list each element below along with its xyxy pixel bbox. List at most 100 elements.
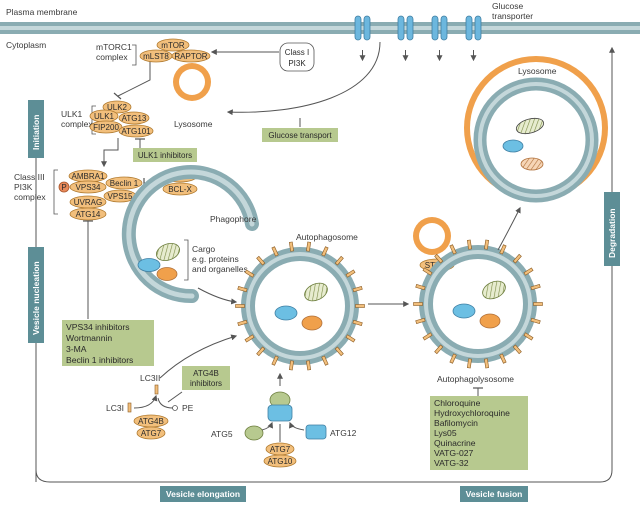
lc3-marker <box>256 255 266 266</box>
lc3-marker <box>466 239 472 250</box>
atg10-protein: ATG10 <box>263 454 297 468</box>
lc3-marker <box>235 304 245 308</box>
glucose-transporter-1 <box>354 15 371 62</box>
degrading-vesicle-orange <box>520 157 544 171</box>
svg-text:ATG4B: ATG4B <box>138 417 164 426</box>
autophagolysosome-vesicle-orange <box>479 313 501 329</box>
autophagolysosome-label: Autophagolysosome <box>437 374 514 384</box>
svg-text:ATG7: ATG7 <box>270 445 291 454</box>
lysosome-inhibitor-item: Quinacrine <box>434 438 476 448</box>
beclin1-protein: Beclin 1 <box>105 176 143 190</box>
autophagosome-mitochondrion <box>304 282 328 302</box>
vps34-inhibitors-box: VPS34 inhibitors Wortmannin 3-MA Beclin … <box>62 320 154 366</box>
atg4b-inhibitor-line <box>167 391 183 403</box>
lc3-marker <box>449 244 457 255</box>
lysosome-inhibitor-item: VATG-32 <box>434 458 469 468</box>
lc3-marker <box>352 319 363 326</box>
lc3-marker <box>533 302 543 306</box>
mtor-protein: mTOR <box>156 38 190 52</box>
atg7-protein-conj: ATG7 <box>265 442 295 456</box>
atg5-protein <box>244 425 264 441</box>
svg-text:ULK1: ULK1 <box>94 112 115 121</box>
svg-text:inhibitors: inhibitors <box>190 379 222 388</box>
lc3-marker <box>484 239 490 250</box>
atg5-label: ATG5 <box>211 429 233 439</box>
glucose-transporter-label-2: transporter <box>492 11 533 21</box>
lc3-marker <box>530 284 541 291</box>
cargo-label-1: Cargo <box>192 244 215 254</box>
lc3-marker <box>415 317 426 324</box>
degrading-vesicle-blue <box>502 139 524 153</box>
atg4b-protein: ATG4B <box>133 414 169 428</box>
pe-label: PE <box>182 403 194 413</box>
initiation-label: Initiation <box>28 100 44 158</box>
lc3-marker <box>499 244 507 255</box>
lc3-marker <box>499 353 507 364</box>
class3-label-1: Class III <box>14 172 45 182</box>
large-lysosome-label: Lysosome <box>518 66 557 76</box>
mtor-inhibit-ulk1-line <box>117 62 151 97</box>
mtorc1-label-2: complex <box>96 52 128 62</box>
atg12-arrow <box>289 421 305 431</box>
glucose-transport-box: Glucose transport <box>262 128 338 142</box>
lysosome-inhibitor-item: Hydroxychloroquine <box>434 408 510 418</box>
svg-text:ATG10: ATG10 <box>268 457 293 466</box>
ulk2-protein: ULK2 <box>102 100 132 114</box>
lc3-marker <box>523 267 534 276</box>
svg-text:Initiation: Initiation <box>31 115 41 150</box>
fip200-protein: FIP200 <box>89 120 123 134</box>
lc3-marker <box>271 355 279 366</box>
lc3-marker <box>288 241 294 252</box>
class3-label-3: complex <box>14 192 46 202</box>
pe-dot <box>172 405 178 411</box>
small-lysosome-label: Lysosome <box>174 119 213 129</box>
atg4b-inhibitors-box: ATG4B inhibitors <box>182 366 230 390</box>
mtorc1-label-1: mTORC1 <box>96 42 132 52</box>
lc3-marker <box>271 246 279 257</box>
svg-text:VPS15: VPS15 <box>108 192 133 201</box>
svg-text:ATG13: ATG13 <box>122 114 147 123</box>
lc3-marker <box>422 267 433 276</box>
lc3-conversion-arrow <box>133 394 158 409</box>
glucose-transport-arrow <box>226 41 381 116</box>
svg-text:Vesicle nucleation: Vesicle nucleation <box>31 261 41 335</box>
lc3-marker <box>256 346 266 357</box>
lc3-marker <box>434 253 444 264</box>
svg-text:Vesicle fusion: Vesicle fusion <box>466 489 523 499</box>
atg101-protein: ATG101 <box>118 124 154 138</box>
autophagolysosome-lc3-markers <box>413 239 543 369</box>
glucose-transporter-4 <box>465 15 482 62</box>
phagophore <box>121 165 259 304</box>
glucose-transporter-label-1: Glucose <box>492 1 523 11</box>
ulk1-bracket <box>91 105 96 135</box>
ulk1-protein: ULK1 <box>89 109 119 123</box>
vesicle-elongation-label: Vesicle elongation <box>160 486 246 502</box>
svg-text:ATG4B: ATG4B <box>193 369 219 378</box>
lc3-marker <box>355 304 365 308</box>
lysosome-inhibitor-item: VATG-027 <box>434 448 474 458</box>
svg-text:UVRAG: UVRAG <box>74 198 102 207</box>
lc3-marker <box>352 286 363 293</box>
svg-text:Class I: Class I <box>285 48 309 57</box>
autophagosome <box>235 241 365 371</box>
svg-text:VPS34: VPS34 <box>76 183 101 192</box>
lc3i-label: LC3I <box>106 403 124 413</box>
atg7-protein-lc3: ATG7 <box>136 426 166 440</box>
lc3-marker <box>466 358 472 369</box>
lc3-marker <box>449 353 457 364</box>
phagophore-label: Phagophore <box>210 214 257 224</box>
degrading-mitochondrion <box>515 117 545 135</box>
lc3-marker <box>345 269 356 278</box>
lc3-marker <box>321 355 329 366</box>
lc3ii-label: LC3II <box>140 373 160 383</box>
ulk1-label-1: ULK1 <box>61 109 83 119</box>
plasma-membrane-label: Plasma membrane <box>6 7 78 17</box>
svg-text:ULK2: ULK2 <box>107 103 128 112</box>
svg-text:mTOR: mTOR <box>161 41 185 50</box>
vps34-inhibitor-item: Beclin 1 inhibitors <box>66 355 133 365</box>
pe-conjugation-line <box>157 397 174 409</box>
lysosome-inhibitor-item: Lys05 <box>434 428 457 438</box>
svg-text:ATG101: ATG101 <box>121 127 151 136</box>
lc3-to-autophagosome-arrow <box>159 334 238 379</box>
svg-text:mLST8: mLST8 <box>143 52 169 61</box>
